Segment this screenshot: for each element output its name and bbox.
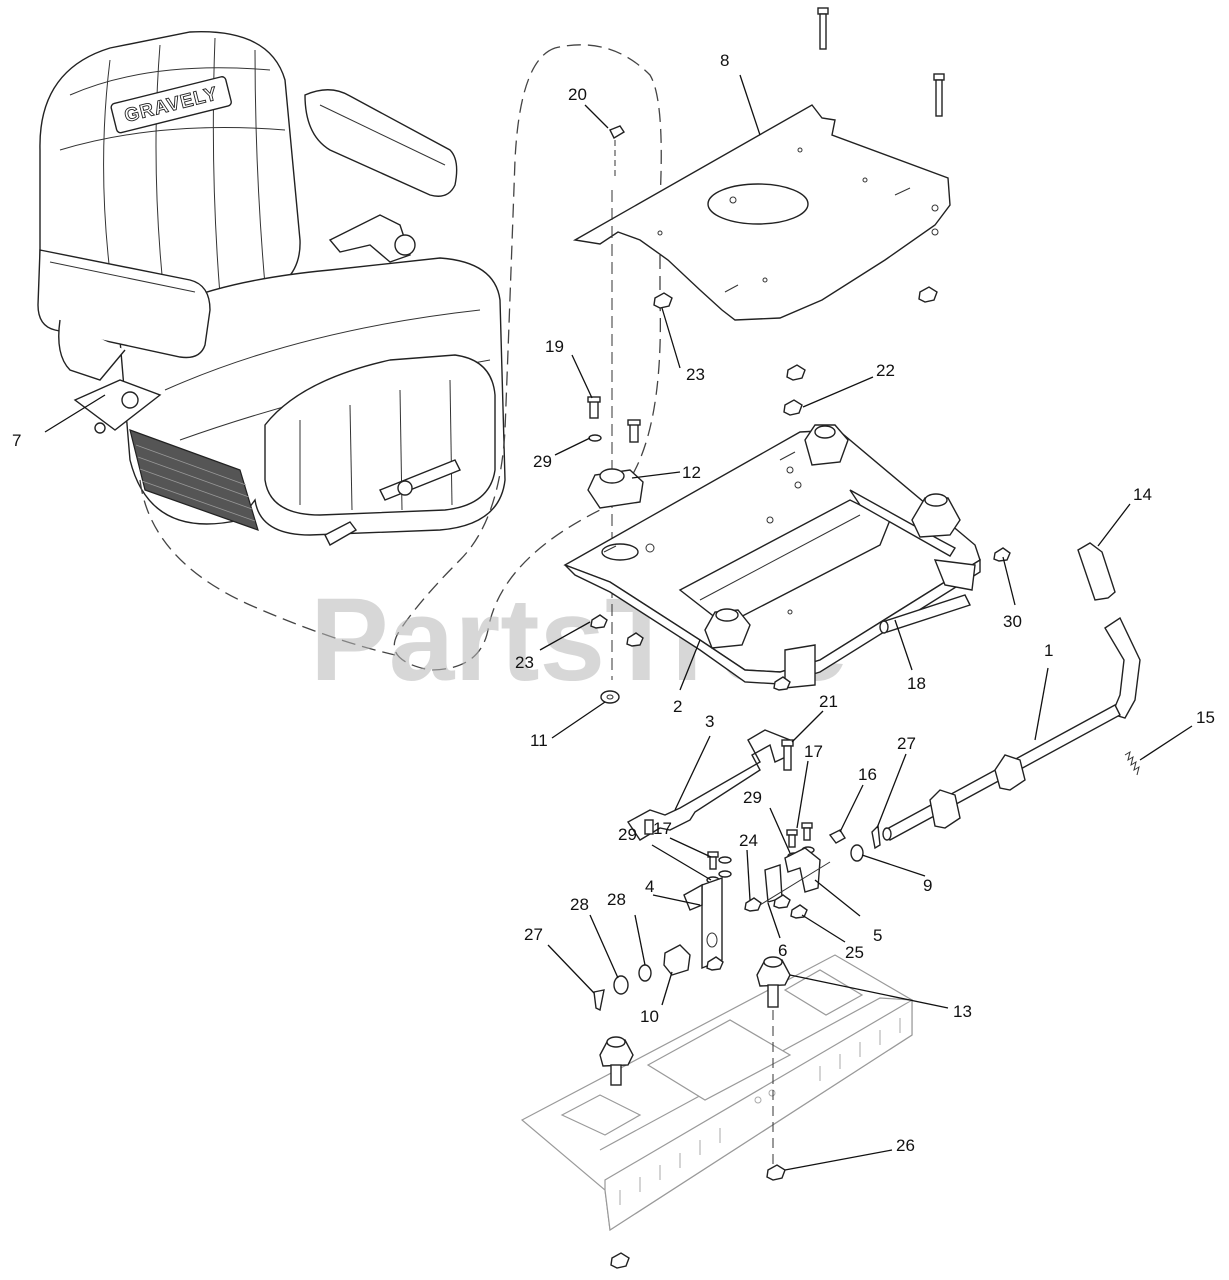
seat-assembly: GRAVELY — [37, 31, 506, 546]
callout-28b: 28 — [607, 890, 626, 909]
part-26-nut — [766, 1164, 786, 1181]
seat-connection-dashed-line — [393, 44, 662, 671]
chassis-frame — [520, 954, 913, 1232]
part-18-rod — [879, 594, 971, 634]
part-15-spring — [1124, 750, 1140, 776]
callout-12: 12 — [682, 463, 701, 482]
callout-16: 16 — [858, 765, 877, 784]
callout-21: 21 — [819, 692, 838, 711]
callout-14: 14 — [1133, 485, 1152, 504]
part-2-seat-frame — [563, 429, 981, 689]
linkage-parts — [593, 822, 881, 1012]
part-21-bolt — [781, 739, 794, 771]
callout-5: 5 — [873, 926, 882, 945]
part-13-isolators — [599, 956, 791, 1170]
part-14-grip — [1077, 542, 1116, 601]
callout-23a: 23 — [686, 365, 705, 384]
callout-8: 8 — [720, 51, 729, 70]
callout-29c: 29 — [618, 825, 637, 844]
callout-23b: 23 — [515, 653, 534, 672]
callout-17b: 17 — [653, 819, 672, 838]
part-23-nut-top — [653, 292, 673, 309]
callout-29b: 29 — [743, 788, 762, 807]
callout-9: 9 — [923, 876, 932, 895]
callout-6: 6 — [778, 941, 787, 960]
callout-15: 15 — [1196, 708, 1215, 727]
callout-10: 10 — [640, 1007, 659, 1026]
part-12-isolators — [587, 424, 961, 649]
bolt-top-b — [933, 73, 945, 117]
callout-30: 30 — [1003, 612, 1022, 631]
leader-lines — [44, 74, 1193, 1171]
callouts: 1 2 3 4 5 6 7 8 9 10 11 12 13 14 15 16 1… — [12, 51, 1215, 1155]
callout-25: 25 — [845, 943, 864, 962]
frame-hardware — [587, 396, 1011, 704]
callout-11: 11 — [530, 731, 548, 750]
callout-19: 19 — [545, 337, 564, 356]
callout-26: 26 — [896, 1136, 915, 1155]
callout-4: 4 — [645, 877, 654, 896]
callout-28a: 28 — [570, 895, 589, 914]
callout-7: 7 — [12, 431, 21, 450]
callout-18: 18 — [907, 674, 926, 693]
part-3-bracket — [626, 729, 791, 841]
nut-bottom — [610, 1252, 630, 1269]
bolt-top-a — [817, 7, 829, 50]
part-1-lever — [882, 616, 1141, 841]
callout-2: 2 — [673, 697, 682, 716]
callout-3: 3 — [705, 712, 714, 731]
callout-27a: 27 — [897, 734, 916, 753]
callout-20: 20 — [568, 85, 587, 104]
callout-29a: 29 — [533, 452, 552, 471]
nut-right-top — [918, 286, 938, 303]
callout-13: 13 — [953, 1002, 972, 1021]
callout-24: 24 — [739, 831, 758, 850]
part-20-bolt — [609, 125, 625, 680]
part-8-top-plate — [572, 104, 951, 321]
callout-22: 22 — [876, 361, 895, 380]
callout-17a: 17 — [804, 742, 823, 761]
callout-1: 1 — [1044, 641, 1053, 660]
callout-27b: 27 — [524, 925, 543, 944]
nut-center — [786, 364, 806, 381]
